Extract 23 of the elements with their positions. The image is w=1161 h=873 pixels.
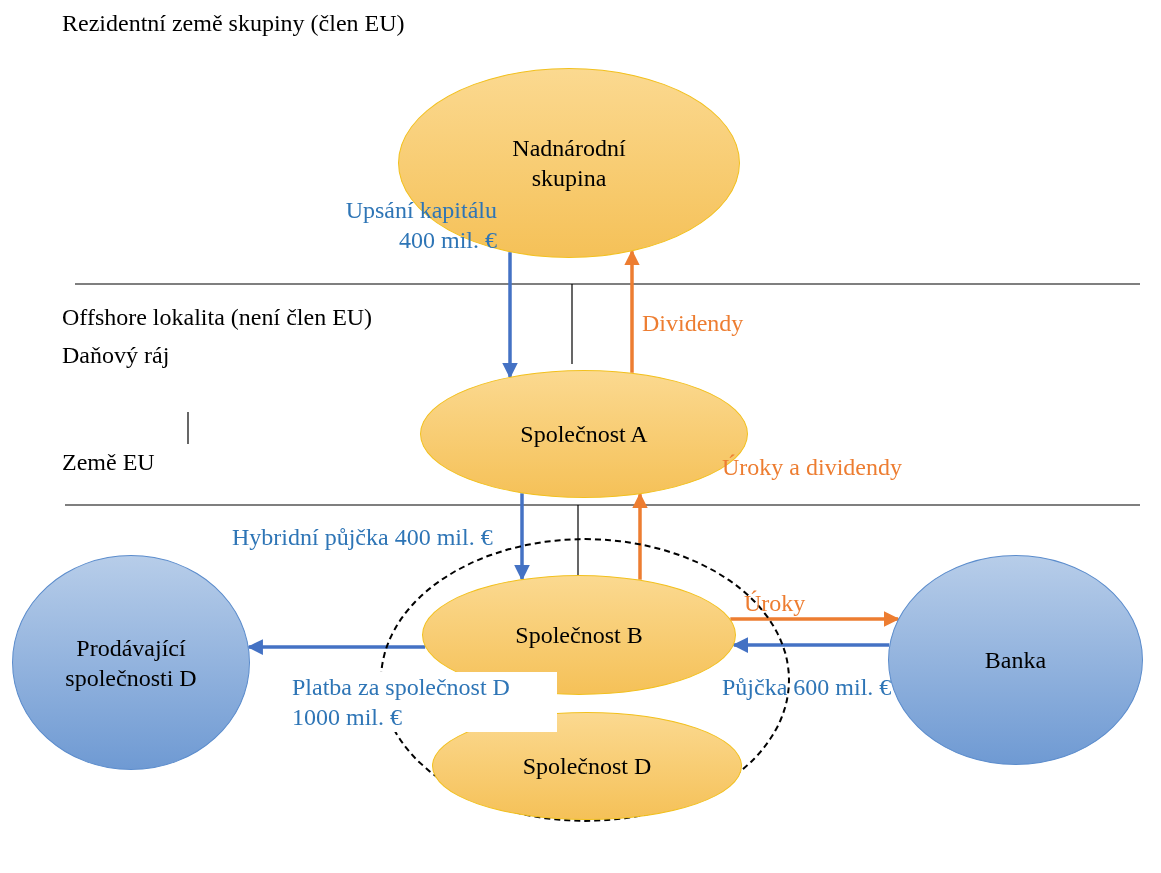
arrow — [624, 249, 640, 373]
region-label: Země EU — [62, 448, 155, 477]
edge-label: Dividendy — [642, 309, 744, 338]
edge-label: Půjčka 600 mil. € — [722, 673, 892, 702]
edge-label: Úroky — [744, 589, 806, 618]
edge-label: Upsání kapitálu 400 mil. € — [344, 196, 497, 255]
arrow — [502, 252, 518, 379]
arrow — [247, 639, 426, 655]
edge-label: Úroky a dividendy — [722, 453, 902, 482]
node-label: Společnost B — [515, 621, 643, 650]
node-label: Společnost D — [522, 752, 652, 781]
edge-label: Platba za společnost D 1000 mil. € — [292, 672, 557, 732]
region-label: Rezidentní země skupiny (člen EU) — [62, 9, 405, 38]
node-label: Společnost A — [520, 420, 648, 449]
node-label: Banka — [984, 646, 1047, 675]
node-label: Nadnárodní skupina — [511, 134, 627, 193]
region-label: Daňový ráj — [62, 341, 170, 370]
arrow — [732, 637, 890, 653]
region-label: Offshore lokalita (není člen EU) — [62, 303, 373, 332]
arrow — [514, 493, 530, 581]
edge-label: Hybridní půjčka 400 mil. € — [232, 523, 493, 552]
arrow — [632, 492, 648, 580]
node-label: Prodávající společnosti D — [64, 633, 198, 693]
